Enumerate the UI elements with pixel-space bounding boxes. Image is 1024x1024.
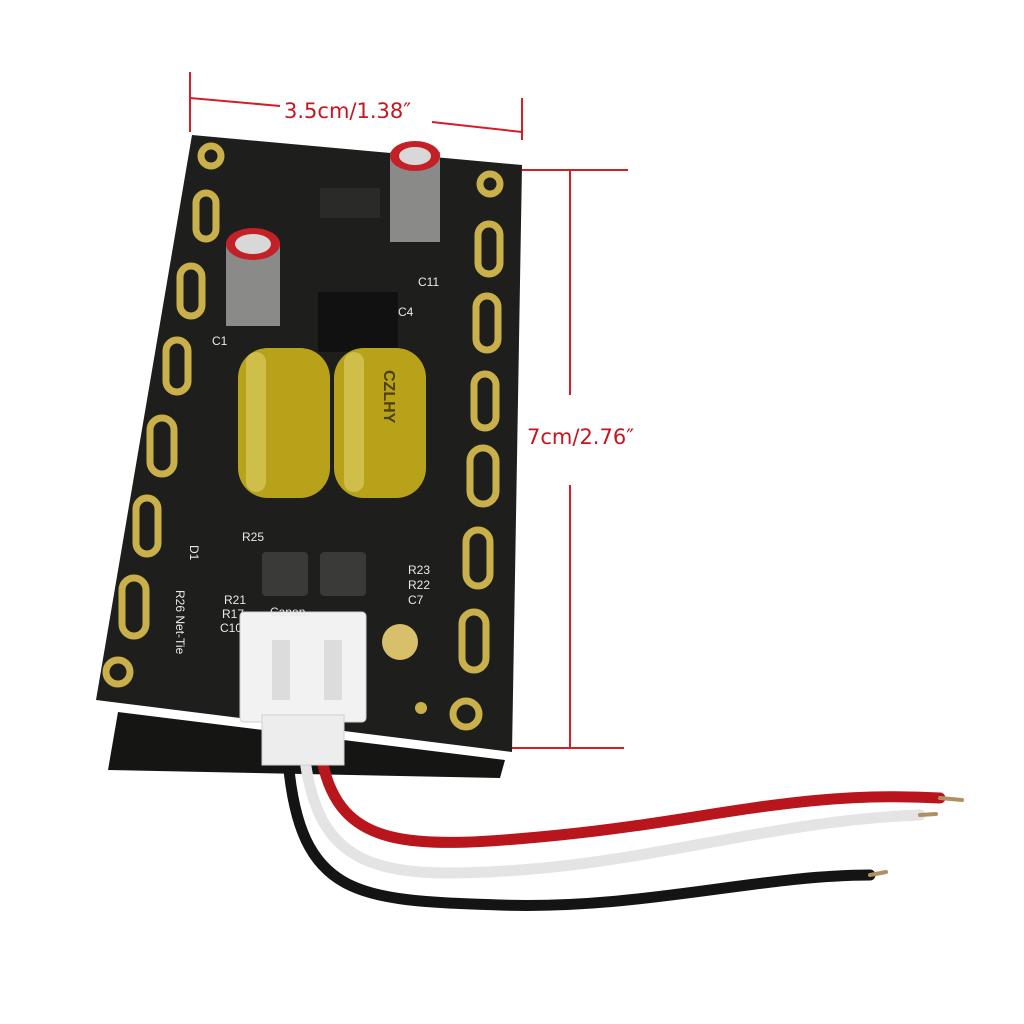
wires bbox=[282, 754, 964, 911]
svg-text:R25: R25 bbox=[242, 530, 264, 544]
svg-text:C7: C7 bbox=[408, 593, 424, 607]
svg-text:R17: R17 bbox=[222, 607, 244, 621]
jst-connector: Canon bbox=[239, 605, 367, 766]
test-pad bbox=[382, 624, 418, 660]
inductor bbox=[320, 552, 366, 596]
connector-marking: Canon bbox=[270, 605, 305, 619]
via-pad bbox=[415, 702, 427, 714]
audio-capacitor bbox=[238, 348, 330, 498]
svg-text:R21: R21 bbox=[224, 593, 246, 607]
svg-text:C1: C1 bbox=[212, 334, 228, 348]
audio-capacitor: CZLHY bbox=[334, 348, 426, 498]
svg-text:C11: C11 bbox=[418, 275, 439, 289]
svg-text:R26 Net-Tie: R26 Net-Tie bbox=[173, 590, 187, 655]
left-pads bbox=[102, 142, 225, 688]
electrolytic-capacitor bbox=[226, 228, 280, 326]
svg-text:C4: C4 bbox=[398, 305, 414, 319]
ic-small bbox=[320, 188, 380, 218]
capacitor-marking: CZLHY bbox=[380, 370, 397, 424]
svg-text:R23: R23 bbox=[408, 563, 430, 577]
inductor bbox=[262, 552, 308, 596]
svg-text:D1: D1 bbox=[187, 545, 201, 561]
right-pads bbox=[449, 170, 504, 731]
svg-text:C10: C10 bbox=[220, 621, 242, 635]
width-label: 3.5cm/1.38″ bbox=[284, 99, 411, 123]
silkscreen: R25 R23 R22 C7 R21 R17 C10 D1 R26 Net-Ti… bbox=[173, 275, 439, 655]
height-label: 7cm/2.76″ bbox=[527, 425, 634, 449]
height-dimension: 7cm/2.76″ bbox=[488, 169, 634, 749]
electrolytic-capacitor bbox=[390, 141, 440, 242]
width-dimension: 3.5cm/1.38″ bbox=[189, 72, 523, 140]
ic-chip bbox=[318, 292, 398, 352]
svg-text:R22: R22 bbox=[408, 578, 430, 592]
